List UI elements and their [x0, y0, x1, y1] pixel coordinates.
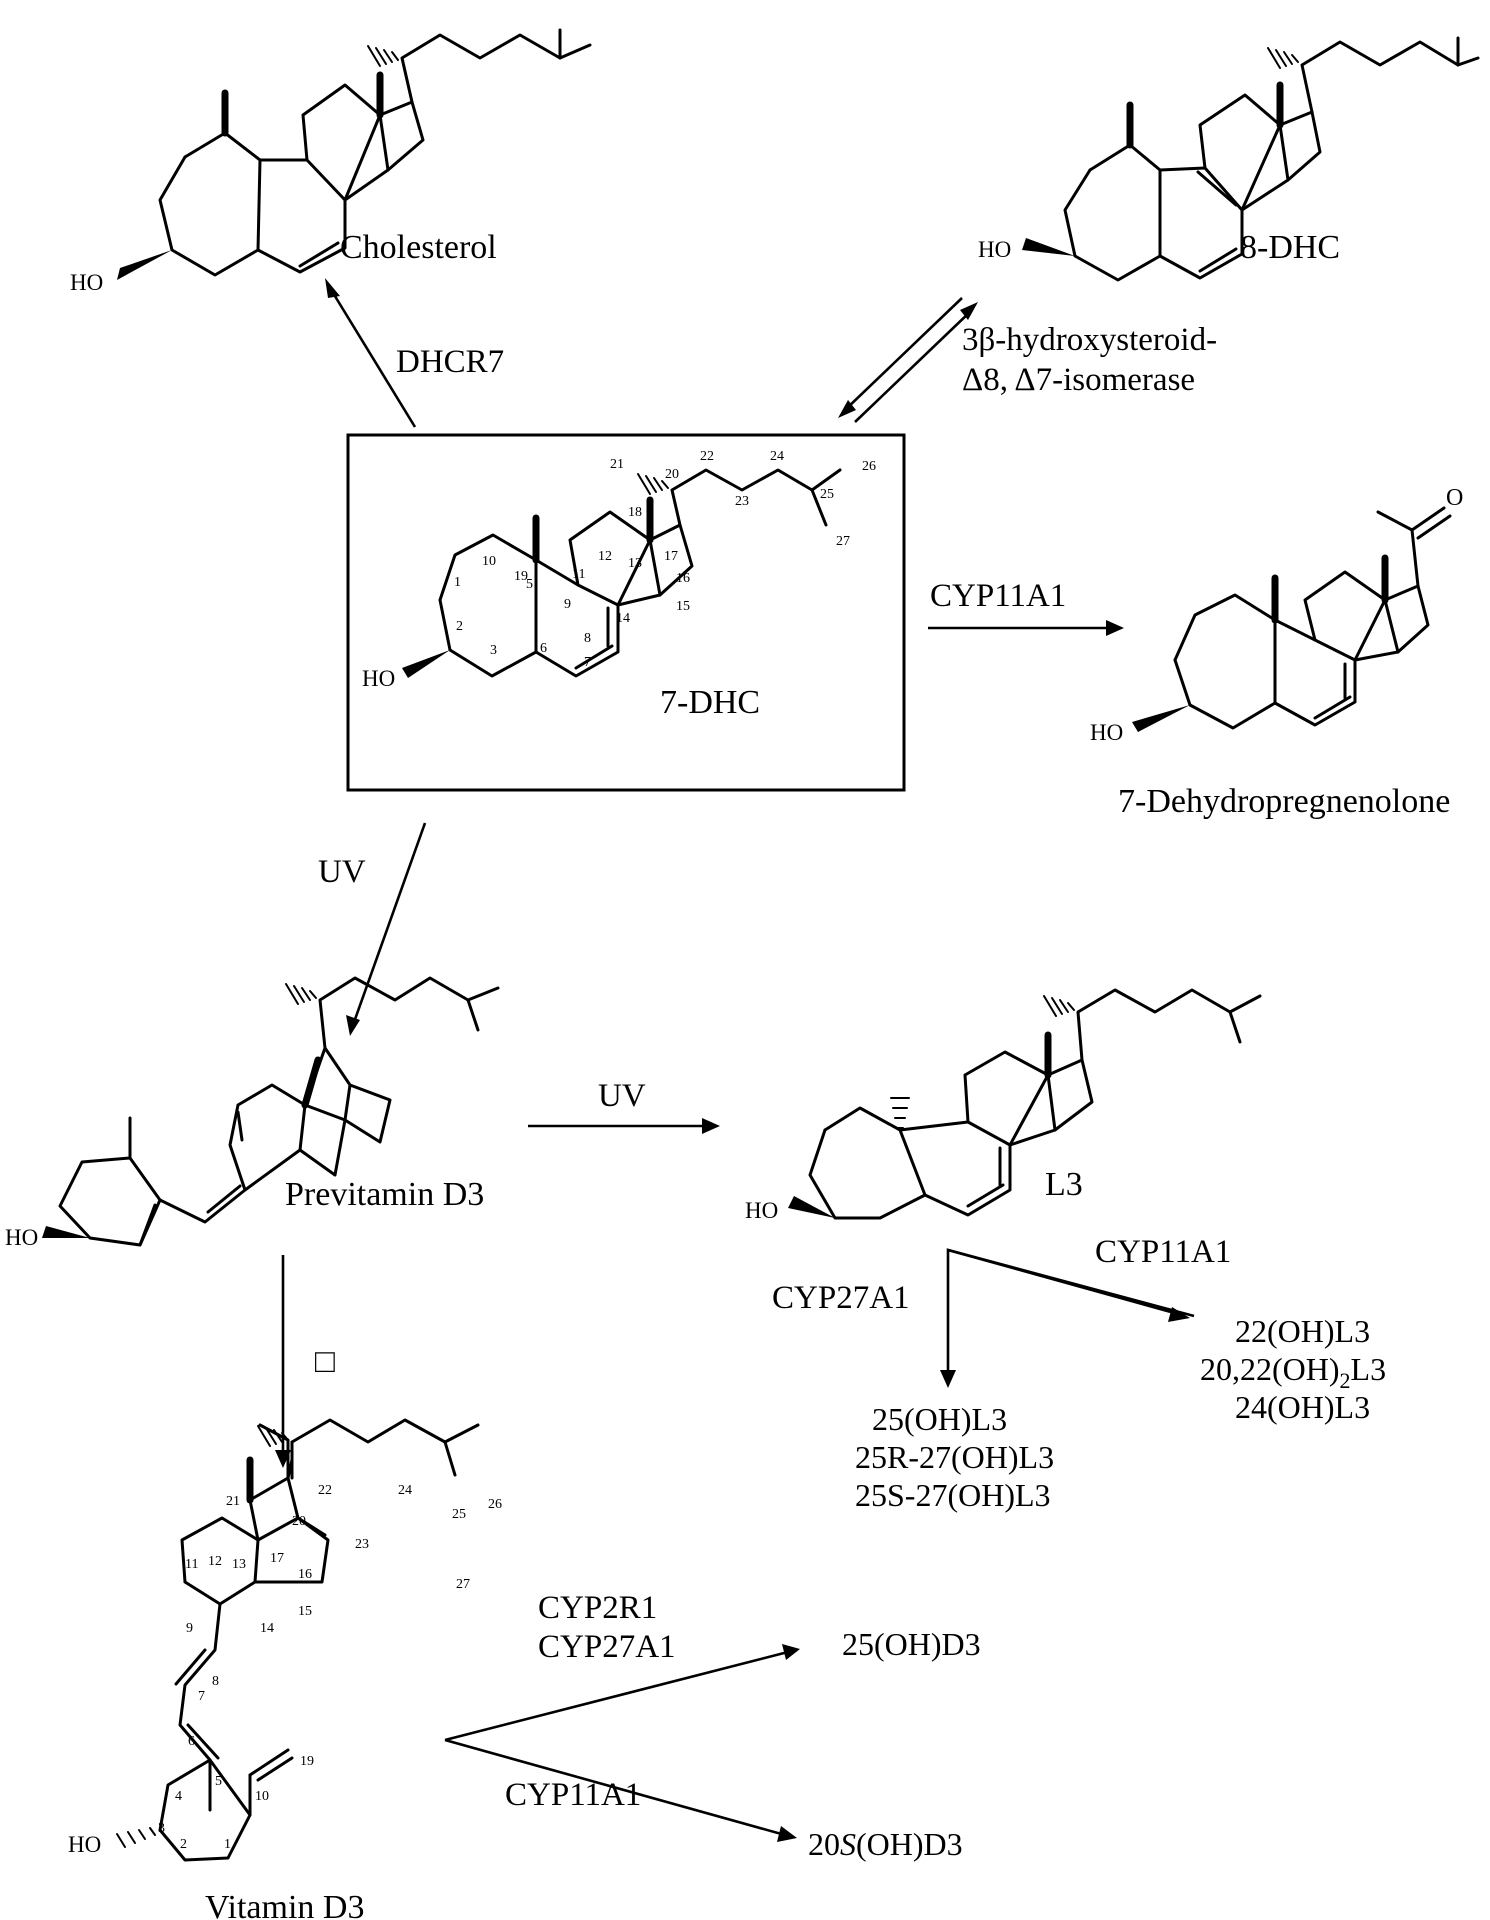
product-24oh-l3: 24(OH)L3: [1235, 1389, 1370, 1425]
svg-text:13: 13: [628, 556, 642, 571]
enzyme-cyp27a1-d3: CYP27A1: [538, 1629, 676, 1665]
svg-text:12: 12: [208, 1554, 222, 1569]
svg-text:15: 15: [298, 1604, 312, 1619]
condition-uv-down: UV: [318, 854, 366, 890]
hydroxyl-label: HO: [68, 1832, 101, 1857]
svg-text:7: 7: [198, 1689, 205, 1704]
svg-text:16: 16: [298, 1567, 312, 1582]
condition-uv-right: UV: [598, 1078, 646, 1114]
product-20-22oh2-l3: 20,22(OH)2L3: [1200, 1351, 1386, 1393]
svg-text:2: 2: [180, 1837, 187, 1852]
svg-text:2: 2: [456, 619, 463, 634]
svg-text:3: 3: [490, 643, 497, 658]
enzyme-cyp11a1-d3: CYP11A1: [505, 1777, 641, 1813]
svg-text:5: 5: [215, 1774, 222, 1789]
svg-text:22: 22: [318, 1483, 332, 1498]
l3-label: L3: [1045, 1166, 1083, 1203]
enzyme-isomerase-line1: 3β-hydroxysteroid-: [962, 322, 1217, 358]
product-22oh-l3: 22(OH)L3: [1235, 1313, 1370, 1349]
enzyme-cyp2r1: CYP2R1: [538, 1590, 657, 1626]
svg-text:11: 11: [572, 567, 585, 582]
svg-text:24: 24: [770, 449, 784, 464]
hydroxyl-label: HO: [1090, 720, 1123, 745]
svg-text:23: 23: [735, 494, 749, 509]
svg-text:14: 14: [260, 1621, 274, 1636]
svg-text:25: 25: [820, 487, 834, 502]
svg-text:19: 19: [514, 569, 528, 584]
svg-text:17: 17: [270, 1551, 284, 1566]
dhc7-atom-numbers: 21 20 22 24 26 25 23 27 18 12 11 13 17 1…: [454, 449, 876, 670]
product-25oh-l3: 25(OH)L3: [872, 1401, 1007, 1437]
svg-text:7: 7: [584, 655, 591, 670]
condition-heat-symbol: □: [315, 1344, 335, 1380]
svg-text:6: 6: [188, 1734, 195, 1749]
svg-text:22: 22: [700, 449, 714, 464]
product-25r-27oh-l3: 25R-27(OH)L3: [855, 1439, 1054, 1475]
cholesterol-structure: HO: [70, 28, 592, 295]
svg-text:15: 15: [676, 599, 690, 614]
svg-text:24: 24: [398, 1483, 412, 1498]
svg-text:9: 9: [186, 1621, 193, 1636]
oxygen-label: O: [1446, 485, 1463, 511]
enzyme-cyp27a1-l3: CYP27A1: [772, 1280, 910, 1316]
cholesterol-label: Cholesterol: [340, 229, 497, 266]
dehydropregnenolone-structure: HO O: [1090, 485, 1463, 745]
svg-text:27: 27: [456, 1577, 470, 1592]
svg-text:25: 25: [452, 1507, 466, 1522]
enzyme-cyp11a1-top: CYP11A1: [930, 578, 1066, 614]
svg-text:17: 17: [664, 549, 678, 564]
svg-text:21: 21: [610, 457, 624, 472]
svg-text:9: 9: [564, 597, 571, 612]
vitamin-label: Vitamin D3: [205, 1889, 364, 1920]
hydroxyl-label: HO: [5, 1225, 38, 1250]
svg-text:21: 21: [226, 1494, 240, 1509]
svg-text:19: 19: [300, 1754, 314, 1769]
svg-text:14: 14: [616, 611, 630, 626]
svg-text:12: 12: [598, 549, 612, 564]
svg-text:8: 8: [212, 1674, 219, 1689]
product-25oh-d3: 25(OH)D3: [842, 1626, 981, 1662]
vitamin-structure: HO: [68, 1418, 480, 1862]
svg-text:20: 20: [292, 1514, 306, 1529]
svg-text:1: 1: [454, 575, 461, 590]
svg-text:5: 5: [526, 577, 533, 592]
enzyme-dhcr7: DHCR7: [396, 344, 504, 380]
svg-text:10: 10: [482, 554, 496, 569]
svg-text:13: 13: [232, 1557, 246, 1572]
svg-text:8: 8: [584, 631, 591, 646]
dhc7-structure: HO: [362, 468, 842, 691]
svg-text:18: 18: [628, 505, 642, 520]
svg-text:20: 20: [665, 467, 679, 482]
enzyme-cyp11a1-l3: CYP11A1: [1095, 1234, 1231, 1270]
svg-text:26: 26: [862, 459, 876, 474]
product-25s-27oh-l3: 25S-27(OH)L3: [855, 1477, 1051, 1513]
hydroxyl-label: HO: [978, 237, 1011, 262]
dhc7-box: [346, 433, 906, 792]
reaction-arrows: [275, 278, 1195, 1842]
svg-text:3: 3: [158, 1821, 165, 1836]
svg-text:26: 26: [488, 1497, 502, 1512]
hydroxyl-label: HO: [745, 1198, 778, 1223]
dhc8-label: 8-DHC: [1240, 229, 1340, 266]
svg-text:11: 11: [185, 1557, 198, 1572]
dhc8-structure: HO: [978, 36, 1480, 282]
product-20s-oh-d3: 20S(OH)D3: [808, 1826, 963, 1862]
svg-text:1: 1: [224, 1837, 231, 1852]
previtamin-structure: HO: [5, 976, 500, 1250]
previtamin-label: Previtamin D3: [285, 1176, 484, 1213]
svg-text:23: 23: [355, 1537, 369, 1552]
svg-text:16: 16: [676, 571, 690, 586]
svg-text:4: 4: [175, 1789, 182, 1804]
svg-text:10: 10: [255, 1789, 269, 1804]
enzyme-isomerase-line2: Δ8, Δ7-isomerase: [962, 362, 1195, 398]
dehydropregnenolone-label: 7-Dehydropregnenolone: [1118, 783, 1450, 820]
svg-text:6: 6: [540, 641, 547, 656]
hydroxyl-label: HO: [362, 666, 395, 691]
svg-text:27: 27: [836, 534, 850, 549]
hydroxyl-label: HO: [70, 270, 103, 295]
l3-structure: HO: [745, 988, 1262, 1223]
dhc7-label: 7-DHC: [660, 684, 760, 721]
vitamin-atom-numbers: 21 22 20 24 26 25 23 27 12 13 17 11 16 1…: [158, 1483, 502, 1852]
